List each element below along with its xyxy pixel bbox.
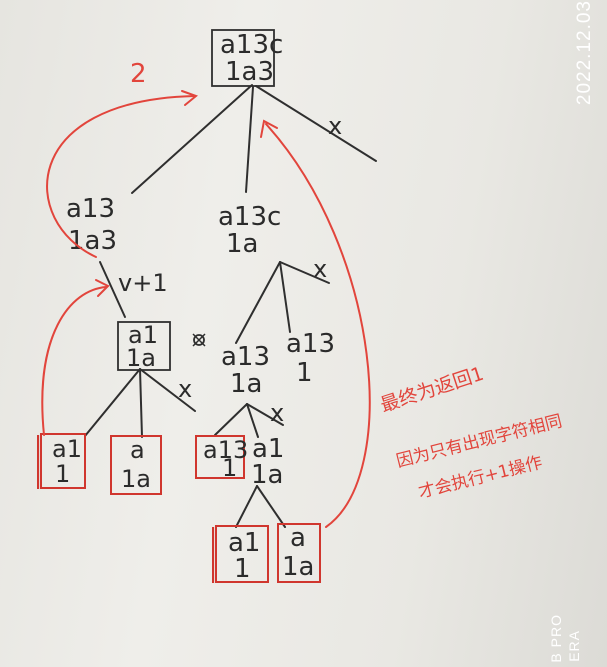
left-node-line1: a13 — [66, 194, 115, 224]
edge-mmm-leaf1 — [235, 485, 258, 528]
leaf-br-red-box — [277, 523, 321, 583]
edge-mm1-right — [246, 403, 284, 426]
leaf-br-line1: a — [290, 523, 306, 553]
leaf-ll1-red-box — [40, 433, 86, 489]
back-arrow-number: 2 — [130, 59, 147, 89]
edge-ll-leaf1 — [84, 368, 141, 437]
edge-left-ll — [99, 261, 126, 318]
tree-edges — [84, 84, 377, 528]
back-arrow-2-head — [181, 90, 199, 106]
edge-mid-right — [279, 261, 330, 284]
root-node-box — [211, 29, 275, 87]
mid-node-line2: 1a — [226, 229, 258, 259]
leaf-mm-line1: a13 — [203, 436, 248, 464]
edge-root-right — [255, 85, 377, 162]
leaf-mm-line2: 1 — [222, 454, 237, 482]
camera-stamp-line1: B PRO — [548, 614, 564, 663]
ll-node-line2: 1a — [126, 344, 156, 372]
ll-node-line1: a1 — [128, 321, 158, 349]
leaf-ll1-line2: 1 — [55, 460, 70, 488]
edge-mmm-leaf2 — [256, 485, 286, 528]
edge-mid-mm2 — [279, 261, 291, 333]
return-to-root-arrow — [265, 123, 371, 528]
edge-label-v-plus-1: v+1 — [118, 269, 168, 297]
mm1-node-line2: 1a — [230, 369, 262, 399]
mm1-node-line1: a13 — [221, 342, 270, 372]
leaf-ll2-line1: a — [130, 436, 145, 464]
memo-circle-scribble — [192, 333, 206, 347]
edge-ll-right — [139, 368, 196, 412]
leaf-to-left-arrow-head — [95, 279, 110, 297]
edge-mm1-mmm — [246, 403, 259, 438]
memo-circle-mark — [193, 334, 205, 346]
edge-root-mid — [245, 86, 254, 193]
mmm-node-line1: a1 — [252, 434, 284, 464]
mm2-node-line1: a13 — [286, 329, 335, 359]
edge-ll-leaf2 — [139, 368, 143, 438]
edge-mid-mm1 — [235, 261, 281, 344]
back-arrow-2 — [46, 95, 196, 258]
leaf-ll2-red-box — [110, 435, 162, 495]
leaf-br-line2: 1a — [282, 552, 314, 582]
root-prune-x: x — [328, 112, 342, 140]
edge-root-left — [131, 84, 253, 194]
left-node-line2: 1a3 — [68, 226, 117, 256]
return-to-root-arrow-head — [260, 119, 278, 138]
red-arrows — [41, 90, 371, 528]
root-line2: 1a3 — [225, 57, 274, 87]
pruned-marks: x x x x — [178, 112, 342, 427]
mm2-node-line2: 1 — [296, 358, 313, 388]
leaf-bl-red-box — [215, 525, 269, 583]
leaf-mm-red-box — [195, 435, 245, 479]
red-note: 最终为返回1 因为只有出现字符相同 才会执行+1操作 — [378, 363, 564, 503]
mid-prune-x: x — [313, 255, 327, 283]
mm-prune-x: x — [270, 399, 284, 427]
note-line1: 最终为返回1 — [378, 363, 487, 417]
root-line1: a13c — [220, 30, 283, 60]
ll-prune-x: x — [178, 375, 192, 403]
leaf-bl-line2: 1 — [234, 554, 251, 584]
ll-node-box — [117, 321, 171, 371]
leaf-ll2-line2: 1a — [121, 465, 151, 493]
edge-mm1-leaf — [214, 403, 248, 436]
leaf-bl-line1: a1 — [228, 528, 260, 558]
leaf-to-left-arrow — [41, 286, 107, 436]
mid-node-line1: a13c — [218, 202, 281, 232]
leaf-ll1-line1: a1 — [52, 435, 82, 463]
camera-stamp-line2: ERA — [566, 630, 582, 662]
mmm-node-line2: 1a — [251, 460, 283, 490]
date-stamp: 2022.12.03 — [574, 0, 595, 106]
